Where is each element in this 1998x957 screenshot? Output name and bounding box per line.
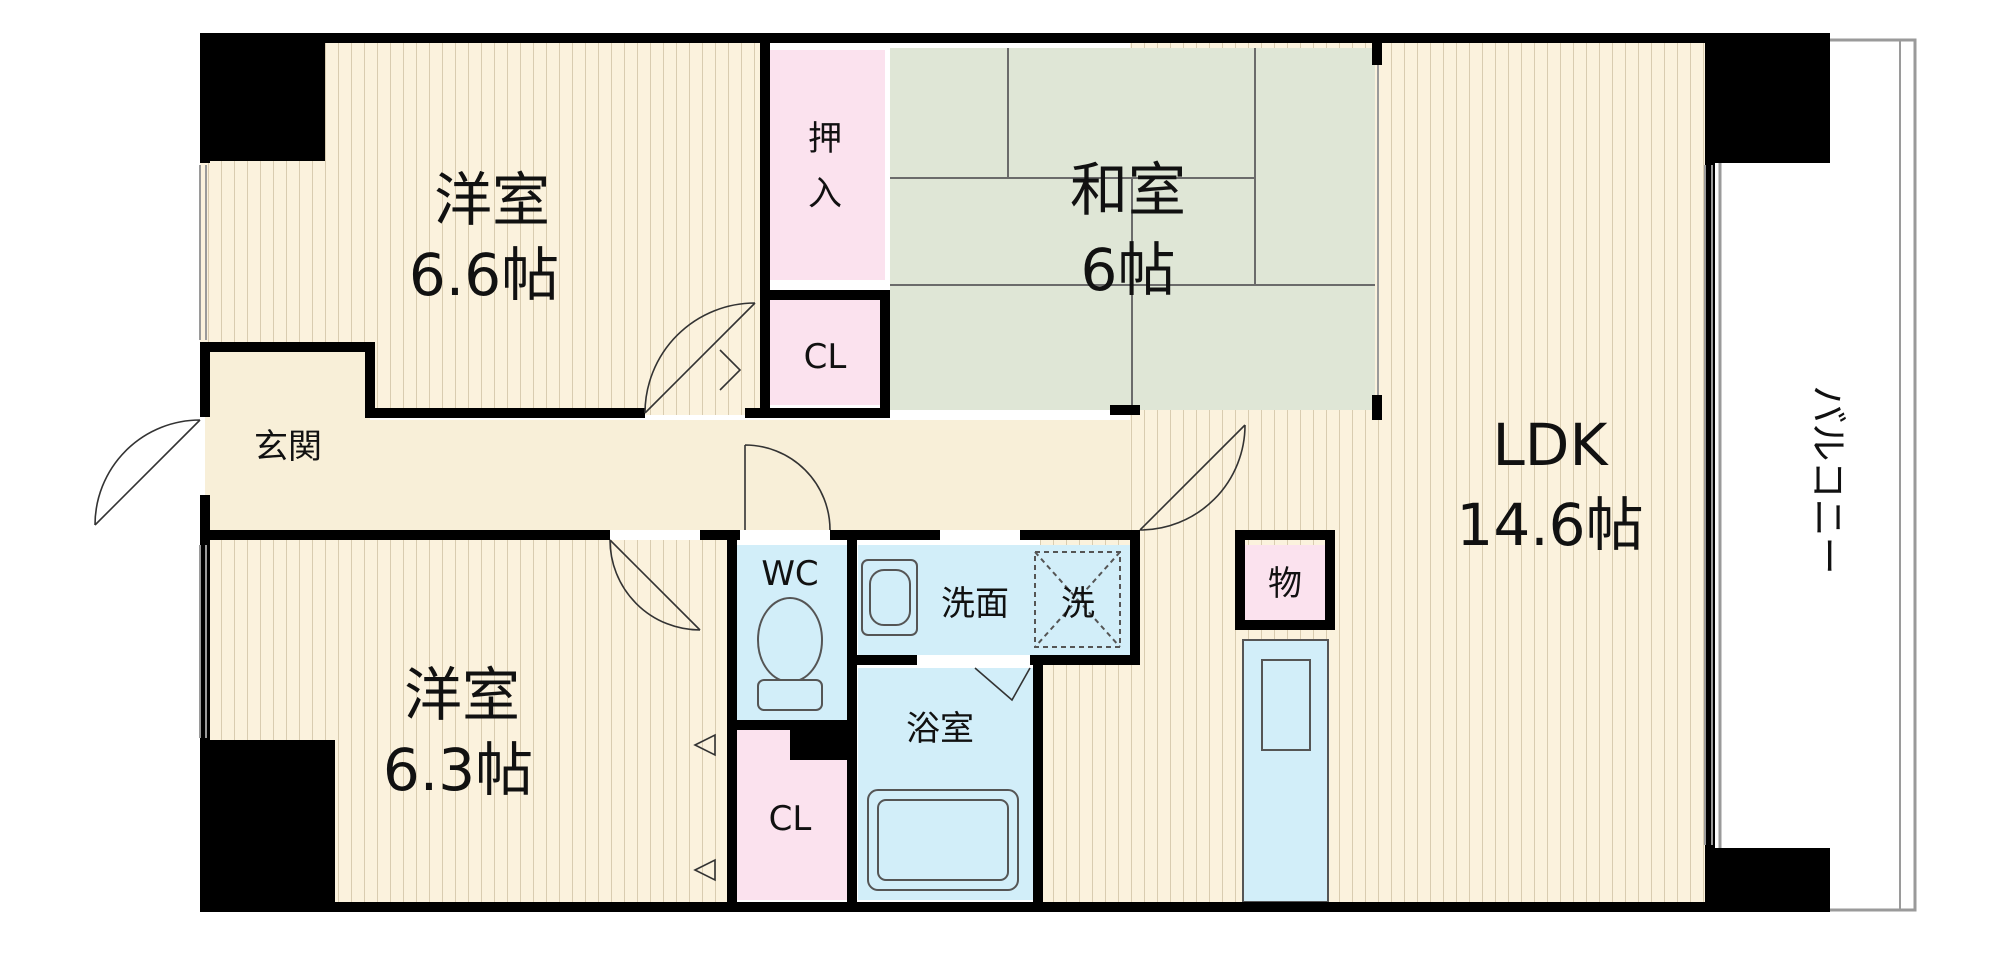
pillar-top-right <box>1705 33 1830 163</box>
oshiire-label-bottom: 入 <box>808 174 842 214</box>
upper-western-room-size: 6.6帖 <box>409 241 559 309</box>
japanese-room-name: 和室 <box>1070 156 1186 224</box>
kitchen-sink <box>1261 659 1311 751</box>
upper-closet-label: CL <box>804 337 847 377</box>
upper-room-door-swing <box>644 302 756 414</box>
balcony-label: バルコニー <box>1806 385 1850 574</box>
closet-door-marks-upper <box>719 349 742 391</box>
upper-western-room-name: 洋室 <box>434 166 550 234</box>
washroom-door <box>974 667 1031 702</box>
lower-room-door-swing <box>609 539 701 631</box>
hall-floor <box>370 420 1130 530</box>
washroom-floor <box>858 545 1130 655</box>
closet-door-marks-lower-1 <box>693 733 716 757</box>
entrance-floor <box>205 350 370 530</box>
wash-basin-bowl <box>869 569 911 626</box>
wash-basin <box>861 559 918 636</box>
tatami-mats <box>890 48 1375 410</box>
ldk-size: 14.6帖 <box>1456 491 1643 559</box>
upper-closet-floor <box>770 300 885 405</box>
pillar-top-left <box>200 33 325 161</box>
doors <box>94 302 1246 882</box>
ldk-name: LDK <box>1492 411 1609 479</box>
bathtub-inner <box>877 799 1009 881</box>
oshiire-label-top: 押 <box>808 119 842 159</box>
ldk-door-swing <box>1139 424 1246 531</box>
toilet-tank <box>757 679 823 711</box>
ldk-corner-floor <box>1130 420 1370 550</box>
lower-western-room-name: 洋室 <box>404 661 520 729</box>
walls <box>200 33 1830 912</box>
lower-western-room-size: 6.3帖 <box>383 736 533 804</box>
entrance-door-swing <box>94 419 201 526</box>
entrance-label: 玄関 <box>254 427 322 467</box>
toilet-bowl <box>757 597 823 683</box>
bathroom-label: 浴室 <box>906 709 974 749</box>
bathroom-floor <box>858 668 1033 900</box>
oshiire-floor <box>770 50 885 280</box>
windows <box>199 65 1713 845</box>
bathtub <box>867 789 1019 891</box>
storage-label: 物 <box>1268 564 1302 604</box>
japanese-room-size: 6帖 <box>1081 236 1176 304</box>
washroom-label: 洗面 <box>941 584 1009 624</box>
balcony-area <box>1718 38 1917 912</box>
closet-door-marks-lower-2 <box>693 858 716 882</box>
pillar-bottom-left <box>200 740 335 912</box>
wc-label: WC <box>761 554 818 594</box>
fixtures <box>757 551 1121 891</box>
washer-label: 洗 <box>1061 584 1095 624</box>
wc-door-swing <box>744 444 831 531</box>
labels: 洋室 6.6帖 洋室 6.3帖 和室 6帖 LDK 14.6帖 押 入 CL C… <box>254 119 1850 839</box>
pillar-bottom-right <box>1705 848 1830 912</box>
storage-floor <box>1245 545 1325 620</box>
balcony <box>1718 38 1917 912</box>
lower-closet-label: CL <box>769 799 812 839</box>
